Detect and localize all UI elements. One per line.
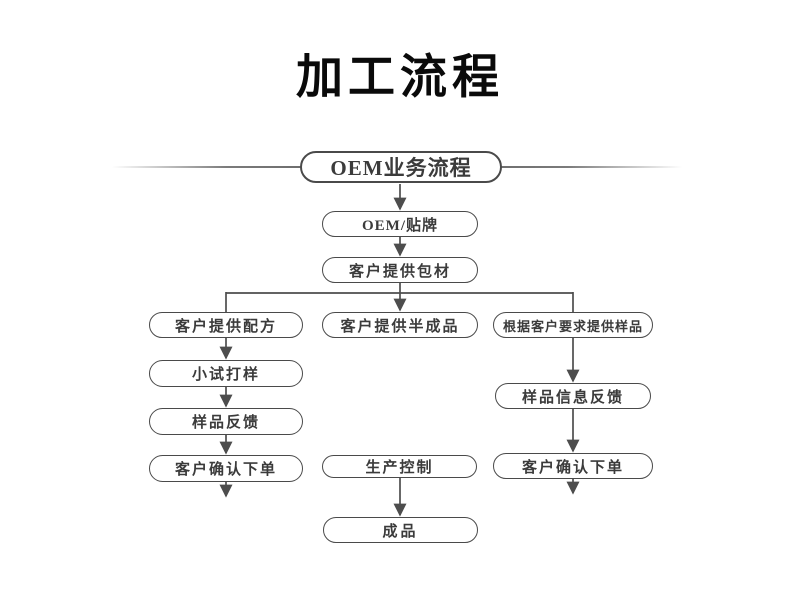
node-customer-order-right: 客户确认下单 [493, 453, 653, 479]
node-oem-private-label: OEM/贴牌 [322, 211, 478, 237]
node-customer-semi-finished: 客户提供半成品 [322, 312, 478, 338]
node-customer-packaging: 客户提供包材 [322, 257, 478, 283]
node-sample-feedback: 样品反馈 [149, 408, 303, 435]
node-trial-sampling: 小试打样 [149, 360, 303, 387]
node-customer-formula: 客户提供配方 [149, 312, 303, 338]
node-samples-per-request: 根据客户要求提供样品 [493, 312, 653, 338]
node-customer-order-left: 客户确认下单 [149, 455, 303, 482]
node-production-control: 生产控制 [322, 455, 477, 478]
node-finished-product: 成品 [323, 517, 478, 543]
node-oem-business-process: OEM业务流程 [300, 151, 502, 183]
node-sample-info-feedback: 样品信息反馈 [495, 383, 651, 409]
page-title: 加工流程 [296, 50, 504, 103]
